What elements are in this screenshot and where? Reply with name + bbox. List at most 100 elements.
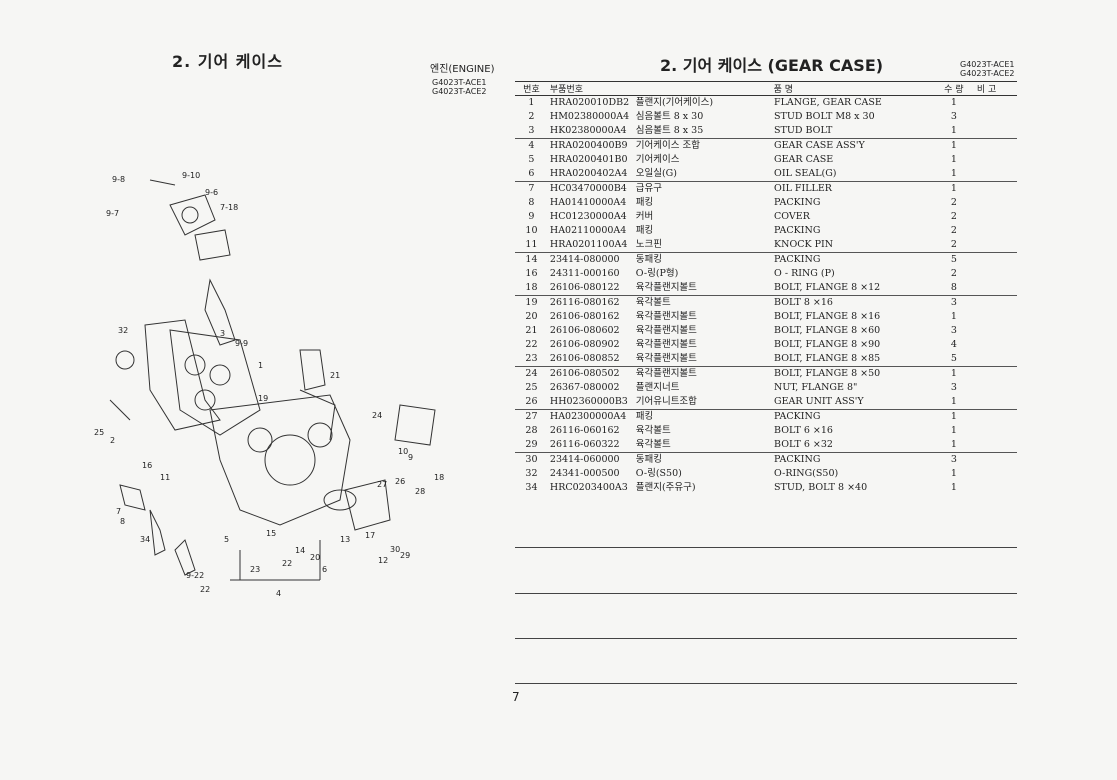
diagram-label: 34 xyxy=(140,535,150,544)
cell-no: 20 xyxy=(525,311,538,322)
cell-ko: 기어케이스 조합 xyxy=(633,138,773,153)
diagram-label: 18 xyxy=(434,473,444,482)
header-part-no: 부품번호 xyxy=(547,81,634,96)
cell-no: 7 xyxy=(515,181,548,196)
cell-ko: 패킹 xyxy=(633,409,773,424)
diagram-label: 3 xyxy=(220,329,225,338)
cell-qty: 1 xyxy=(950,468,957,479)
cell-no: 4 xyxy=(515,138,548,153)
diagram-label: 5 xyxy=(224,535,229,544)
cell-no: 29 xyxy=(525,439,538,450)
cell-remark xyxy=(975,438,1017,453)
cell-en: STUD, BOLT 8 ×40 xyxy=(774,482,868,493)
left-model-code-1: G4023T-ACE1 xyxy=(432,78,487,87)
right-section-title: 2. 기어 케이스 (GEAR CASE) xyxy=(660,56,884,75)
cell-qty: 1 xyxy=(950,97,957,108)
cell-ko: 육각볼트 xyxy=(635,439,671,450)
diagram-label: 4 xyxy=(276,589,281,598)
cell-no: 24 xyxy=(515,366,548,381)
cell-ko: 육각플랜지볼트 xyxy=(635,311,697,322)
cell-qty: 1 xyxy=(950,125,957,136)
exploded-parts-diagram: 9-8 9-10 9-6 9-7 7-18 32 3 9-9 1 21 19 2… xyxy=(94,171,444,598)
cell-remark xyxy=(974,295,1017,310)
cell-en: GEAR CASE ASS'Y xyxy=(772,138,933,153)
diagram-label: 12 xyxy=(378,556,388,565)
diagram-label: 23 xyxy=(250,565,260,574)
cell-ko: 육각플랜지볼트 xyxy=(635,282,697,293)
cell-part_no: 26106-080602 xyxy=(549,325,620,336)
cell-part_no: 26367-080002 xyxy=(549,382,620,393)
cell-part_no: HC03470000B4 xyxy=(547,181,634,196)
diagram-label: 19 xyxy=(258,394,268,403)
cell-no: 11 xyxy=(525,239,538,250)
cell-en: BOLT, FLANGE 8 ×90 xyxy=(774,339,881,350)
diagram-label: 9 xyxy=(408,453,413,462)
cell-remark xyxy=(974,409,1017,424)
cell-qty: 1 xyxy=(950,396,957,407)
cell-en: BOLT 8 ×16 xyxy=(772,295,933,310)
cell-en: FLANGE, GEAR CASE xyxy=(774,97,882,108)
cell-qty: 2 xyxy=(950,268,957,279)
diagram-label: 20 xyxy=(310,553,320,562)
cell-no: 14 xyxy=(515,252,548,267)
cell-remark xyxy=(974,452,1017,467)
header-name: 품 명 xyxy=(633,81,933,96)
cell-ko: 육각볼트 xyxy=(633,295,773,310)
cell-no: 27 xyxy=(515,409,548,424)
cell-remark xyxy=(975,96,1017,111)
cell-en: GEAR UNIT ASS'Y xyxy=(774,396,864,407)
diagram-label: 25 xyxy=(94,428,104,437)
cell-remark xyxy=(975,267,1017,281)
cell-part_no: HRA020010DB2 xyxy=(549,97,630,108)
cell-en: GEAR CASE xyxy=(774,154,834,165)
cell-no: 19 xyxy=(515,295,548,310)
cell-qty: 8 xyxy=(950,282,957,293)
diagram-label: 29 xyxy=(400,551,410,560)
cell-no: 32 xyxy=(525,468,538,479)
cell-en: COVER xyxy=(774,211,810,222)
cell-remark xyxy=(975,310,1017,324)
cell-part_no: HH02360000B3 xyxy=(549,396,628,407)
diagram-label: 9-22 xyxy=(186,571,204,580)
diagram-label: 9-7 xyxy=(106,209,119,218)
cell-en: O - RING (P) xyxy=(774,268,835,279)
cell-qty: 2 xyxy=(950,197,957,208)
cell-en: STUD BOLT M8 x 30 xyxy=(774,111,875,122)
cell-part_no: HA02110000A4 xyxy=(549,225,627,236)
cell-part_no: HRA0201100A4 xyxy=(549,239,628,250)
cell-remark xyxy=(974,252,1017,267)
cell-remark xyxy=(975,110,1017,124)
cell-no: 8 xyxy=(528,197,535,208)
cell-no: 34 xyxy=(525,482,538,493)
cell-qty: 1 xyxy=(932,366,975,381)
cell-en: STUD BOLT xyxy=(774,125,833,136)
cell-ko: 심음볼트 8 x 30 xyxy=(635,111,704,122)
cell-remark xyxy=(975,238,1017,253)
cell-ko: 플랜지(주유구) xyxy=(635,482,696,493)
cell-remark xyxy=(975,224,1017,238)
cell-part_no: HRA0200400B9 xyxy=(547,138,634,153)
cell-remark xyxy=(975,381,1017,395)
cell-en: BOLT, FLANGE 8 ×85 xyxy=(774,353,881,364)
diagram-label: 21 xyxy=(330,371,340,380)
cell-qty: 4 xyxy=(950,339,957,350)
cell-no: 30 xyxy=(515,452,548,467)
cell-qty: 3 xyxy=(950,325,957,336)
cell-en: PACKING xyxy=(774,225,821,236)
diagram-label: 6 xyxy=(322,565,327,574)
cell-en: BOLT, FLANGE 8 ×16 xyxy=(774,311,881,322)
diagram-label: 17 xyxy=(365,531,375,540)
diagram-label: 9-8 xyxy=(112,175,125,184)
cell-qty: 1 xyxy=(950,425,957,436)
